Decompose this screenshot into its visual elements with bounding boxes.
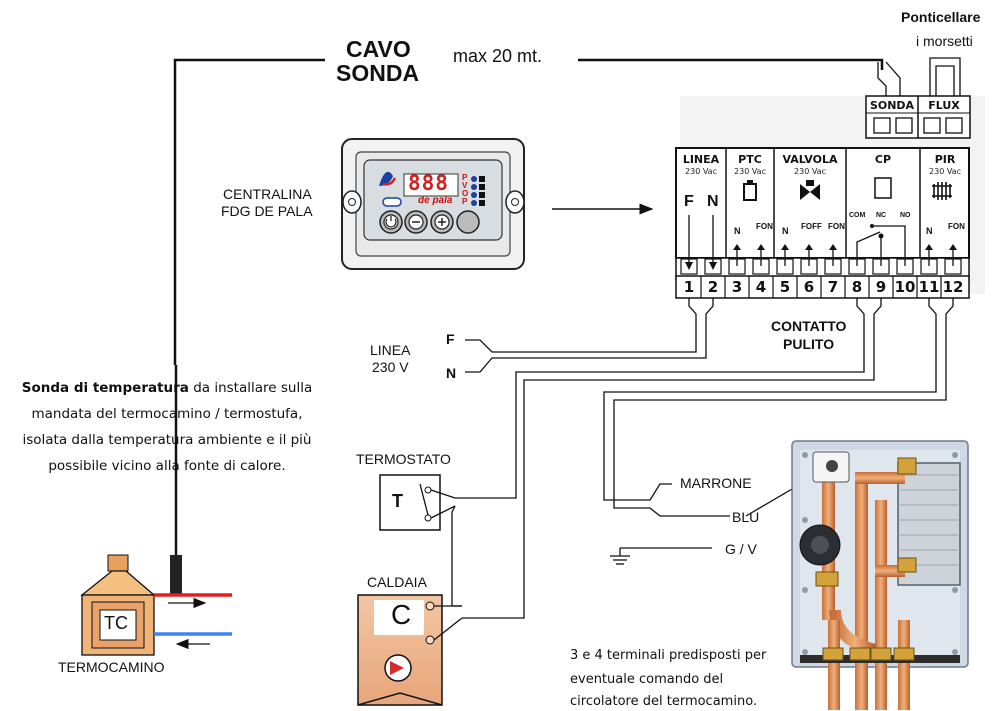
terminal-wires	[451, 298, 954, 619]
thermostat-device	[379, 474, 456, 531]
controller-side-letter-1: P	[462, 173, 468, 182]
terminal-number-12: 12	[942, 278, 964, 296]
controller-side-letter-3: O	[462, 189, 469, 198]
contact-label-line1: CONTATTO	[771, 318, 847, 334]
boiler-device	[357, 594, 463, 706]
terminal-number-3: 3	[731, 278, 743, 296]
controller-display: 888	[408, 171, 449, 195]
probe-desc-line2: mandata del termocamino / termostufa,	[31, 406, 303, 422]
controller-label-line1: CENTRALINA	[223, 186, 312, 202]
fireplace-symbol: TC	[104, 613, 128, 633]
terminal-number-7: 7	[827, 278, 839, 296]
note-line1: 3 e 4 terminali predisposti per	[570, 648, 767, 663]
thermostat-label: TERMOSTATO	[356, 451, 451, 467]
cable-title-line2: SONDA	[336, 60, 420, 86]
cp-symbol-icon	[874, 177, 892, 199]
group-linea-sub: 230 Vac	[685, 167, 717, 176]
pin-label-3: N	[734, 226, 741, 236]
power-label-line2: 230 V	[372, 359, 409, 375]
boiler-symbol: C	[391, 599, 412, 630]
controller-device	[341, 138, 525, 270]
controller-side-letter-4: P	[462, 197, 468, 206]
ptc-symbol-icon	[743, 180, 757, 201]
power-f-label: F	[446, 331, 455, 347]
linea-marker-f: F	[684, 193, 694, 210]
probe-desc-line1: da installare sulla	[188, 380, 313, 396]
cable-title-line1: CAVO	[346, 36, 411, 62]
terminal-sonda: SONDA	[869, 99, 915, 112]
terminal-number-1: 1	[683, 278, 695, 296]
wire-brown-label: MARRONE	[680, 475, 752, 491]
ground-icon	[610, 547, 712, 565]
terminal-number-9: 9	[875, 278, 887, 296]
cable-length: max 20 mt.	[453, 46, 543, 66]
temperature-probe-icon	[170, 555, 182, 595]
controller-side-letter-2: V	[462, 181, 468, 190]
probe-desc-bold: Sonda di temperatura	[21, 380, 189, 396]
terminal-number-11: 11	[918, 278, 940, 296]
terminal-number-2: 2	[707, 278, 719, 296]
controller-brand: de pala	[418, 195, 453, 206]
terminal-number-4: 4	[755, 278, 767, 296]
terminal-number-10: 10	[894, 278, 916, 296]
note-line2: eventuale comando del	[570, 672, 724, 687]
probe-terminal-wires	[877, 57, 961, 96]
probe-desc-line3: isolata dalla temperatura ambiente e il …	[22, 432, 312, 448]
pin-label-9: NC	[876, 212, 887, 219]
power-n-label: N	[446, 365, 457, 381]
pin-label-6: FOFF	[801, 222, 822, 231]
group-ptc-title: PTC	[738, 153, 762, 166]
pin-label-11: N	[926, 226, 933, 236]
contact-label-line2: PULITO	[783, 336, 835, 352]
boiler-label: CALDAIA	[367, 574, 427, 590]
terminal-block	[675, 95, 985, 299]
group-linea-title: LINEA	[682, 153, 720, 166]
probe-desc-line4: possibile vicino alla fonte di calore.	[48, 458, 286, 474]
group-ptc-sub: 230 Vac	[734, 167, 766, 176]
note-line3: circolatore del termocamino.	[570, 694, 758, 709]
bridge-note-line2: i morsetti	[916, 33, 973, 49]
pin-label-4: FON	[756, 222, 773, 231]
valve-symbol-icon	[800, 180, 820, 200]
terminal-number-8: 8	[851, 278, 863, 296]
wire-ground-label: G / V	[725, 541, 757, 557]
fireplace-device	[80, 365, 232, 656]
terminal-flux: FLUX	[928, 99, 960, 112]
bridge-note-line1: Ponticellare	[901, 9, 981, 25]
terminal-number-5: 5	[779, 278, 791, 296]
controller-label-line2: FDG DE PALA	[221, 203, 313, 219]
group-pir-title: PIR	[934, 153, 956, 166]
linea-marker-n: N	[707, 193, 719, 210]
pin-label-7: FON	[828, 222, 845, 231]
pin-label-5: N	[782, 226, 789, 236]
wire-blue-label: BLU	[732, 509, 760, 525]
pin-label-12: FON	[948, 222, 965, 231]
radiator-symbol-icon	[932, 182, 952, 200]
group-valvola-title: VALVOLA	[782, 153, 838, 166]
power-label-line1: LINEA	[370, 342, 411, 358]
terminal-number-6: 6	[803, 278, 815, 296]
group-pir-sub: 230 Vac	[929, 167, 961, 176]
group-cp-title: CP	[874, 153, 892, 166]
pin-label-10: NO	[900, 212, 911, 219]
pump-group-image	[791, 440, 969, 710]
thermostat-symbol: T	[392, 491, 403, 511]
probe-cable	[173, 58, 884, 365]
pin-label-8: COM	[849, 212, 866, 219]
group-valvola-sub: 230 Vac	[794, 167, 826, 176]
fireplace-label: TERMOCAMINO	[58, 659, 165, 675]
probe-description: Sonda di temperatura da installare sulla…	[2, 375, 332, 479]
